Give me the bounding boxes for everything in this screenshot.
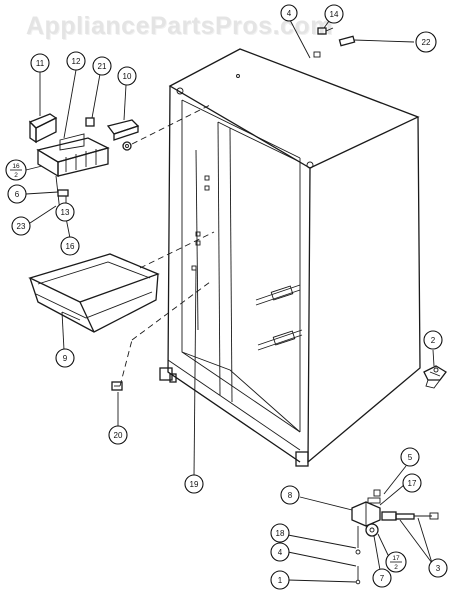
water-valve-assembly xyxy=(351,489,439,585)
callout-19: 19 xyxy=(184,474,204,494)
callout-21: 21 xyxy=(92,56,112,76)
svg-text:11: 11 xyxy=(36,59,45,68)
ice-maker-assembly xyxy=(28,113,140,219)
callout-1: 1 xyxy=(270,570,290,590)
callout-10: 10 xyxy=(117,66,137,86)
svg-text:20: 20 xyxy=(114,431,123,440)
callout-14: 14 xyxy=(324,4,344,24)
callout-22: 22 xyxy=(415,31,437,53)
callout-6: 6 xyxy=(7,184,27,204)
cabinet xyxy=(159,48,421,467)
callout-2: 2 xyxy=(423,330,443,350)
svg-text:14: 14 xyxy=(330,10,339,19)
svg-text:2: 2 xyxy=(394,564,398,571)
svg-text:3: 3 xyxy=(436,564,441,573)
callout-17: 17 xyxy=(402,473,422,493)
part-2-bracket xyxy=(423,365,447,389)
svg-text:1: 1 xyxy=(278,576,283,585)
callout-7: 7 xyxy=(372,568,392,588)
svg-text:8: 8 xyxy=(288,491,293,500)
callout-16-2: 16 2 xyxy=(5,159,27,181)
svg-text:17: 17 xyxy=(392,555,400,562)
svg-text:19: 19 xyxy=(190,480,199,489)
svg-text:18: 18 xyxy=(276,529,285,538)
svg-text:23: 23 xyxy=(17,222,26,231)
svg-text:13: 13 xyxy=(61,208,70,217)
callout-5: 5 xyxy=(400,447,420,467)
callout-9: 9 xyxy=(55,348,75,368)
svg-text:21: 21 xyxy=(98,62,107,71)
svg-text:22: 22 xyxy=(422,38,431,47)
svg-text:4: 4 xyxy=(278,548,283,557)
callout-8: 8 xyxy=(280,485,300,505)
svg-text:6: 6 xyxy=(15,190,20,199)
svg-text:16: 16 xyxy=(66,242,75,251)
svg-text:2: 2 xyxy=(14,172,18,179)
callout-17-2: 17 2 xyxy=(385,551,407,573)
callout-20: 20 xyxy=(108,425,128,445)
dashed-assembly-lines xyxy=(119,103,215,387)
svg-text:16: 16 xyxy=(12,163,20,170)
svg-text:5: 5 xyxy=(408,453,413,462)
svg-text:4: 4 xyxy=(287,9,292,18)
drawer xyxy=(28,253,160,333)
callout-12: 12 xyxy=(66,51,86,71)
callout-11: 11 xyxy=(30,53,50,73)
svg-text:7: 7 xyxy=(380,574,385,583)
callouts: 11 12 21 10 4 14 xyxy=(5,4,448,590)
callout-23: 23 xyxy=(11,216,31,236)
svg-text:10: 10 xyxy=(123,72,132,81)
callout-3: 3 xyxy=(428,558,448,578)
part-20 xyxy=(111,381,123,391)
svg-text:12: 12 xyxy=(72,57,81,66)
callout-13: 13 xyxy=(55,202,75,222)
callout-4-bottom: 4 xyxy=(270,542,290,562)
svg-text:9: 9 xyxy=(63,354,68,363)
callout-4-top: 4 xyxy=(280,4,298,22)
svg-text:2: 2 xyxy=(431,336,436,345)
svg-text:17: 17 xyxy=(408,479,417,488)
callout-16: 16 xyxy=(60,236,80,256)
parts-14-22 xyxy=(317,27,356,47)
callout-18: 18 xyxy=(270,523,290,543)
